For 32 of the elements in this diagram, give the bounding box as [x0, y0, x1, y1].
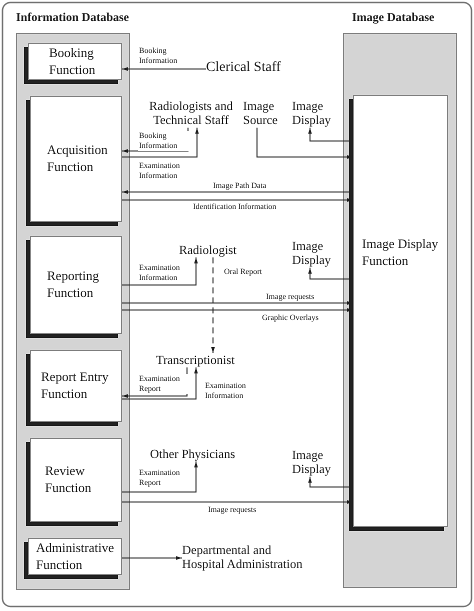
actor-label: Image Source: [243, 99, 285, 128]
actor-label: Image Display: [292, 99, 336, 128]
actor-label: Radiologist: [179, 243, 249, 258]
function-label: Administrative Function: [36, 540, 115, 574]
actor-label: Clerical Staff: [206, 60, 296, 76]
actor-label: Departmental and Hospital Administration: [182, 543, 312, 572]
actor-label: Other Physicians: [150, 447, 250, 462]
arrow: [122, 460, 198, 492]
function-label: Image Display Function: [362, 236, 440, 270]
actor-label: Radiologists and Technical Staff: [143, 99, 239, 128]
function-label: Booking Function: [49, 44, 96, 78]
panel-heading: Information Database: [16, 10, 129, 25]
edge-label: Image Path Data: [212, 181, 268, 191]
edge-label: Oral Report: [223, 267, 263, 277]
arrow: [122, 67, 206, 71]
actor-label: Transcriptionist: [156, 353, 256, 368]
arrow: [122, 256, 198, 286]
function-label: Reporting Function: [47, 268, 100, 302]
actor-label: Image Display: [292, 448, 336, 477]
edge-label: Graphic Overlays: [261, 313, 320, 323]
edge-label: Image requests: [207, 505, 258, 515]
function-label: Review Function: [45, 463, 92, 497]
panel-heading: Image Database: [352, 10, 434, 25]
dashed-arrow: [211, 256, 215, 354]
function-label: Report Entry Function: [41, 369, 110, 403]
arrow: [122, 366, 198, 400]
arrow: [122, 127, 199, 158]
arrow: [122, 556, 182, 560]
function-label: Acquisition Function: [47, 142, 109, 176]
edge-label: Identification Information: [192, 202, 278, 212]
edge-label: Image requests: [265, 292, 316, 302]
actor-label: Image Display: [292, 239, 336, 268]
